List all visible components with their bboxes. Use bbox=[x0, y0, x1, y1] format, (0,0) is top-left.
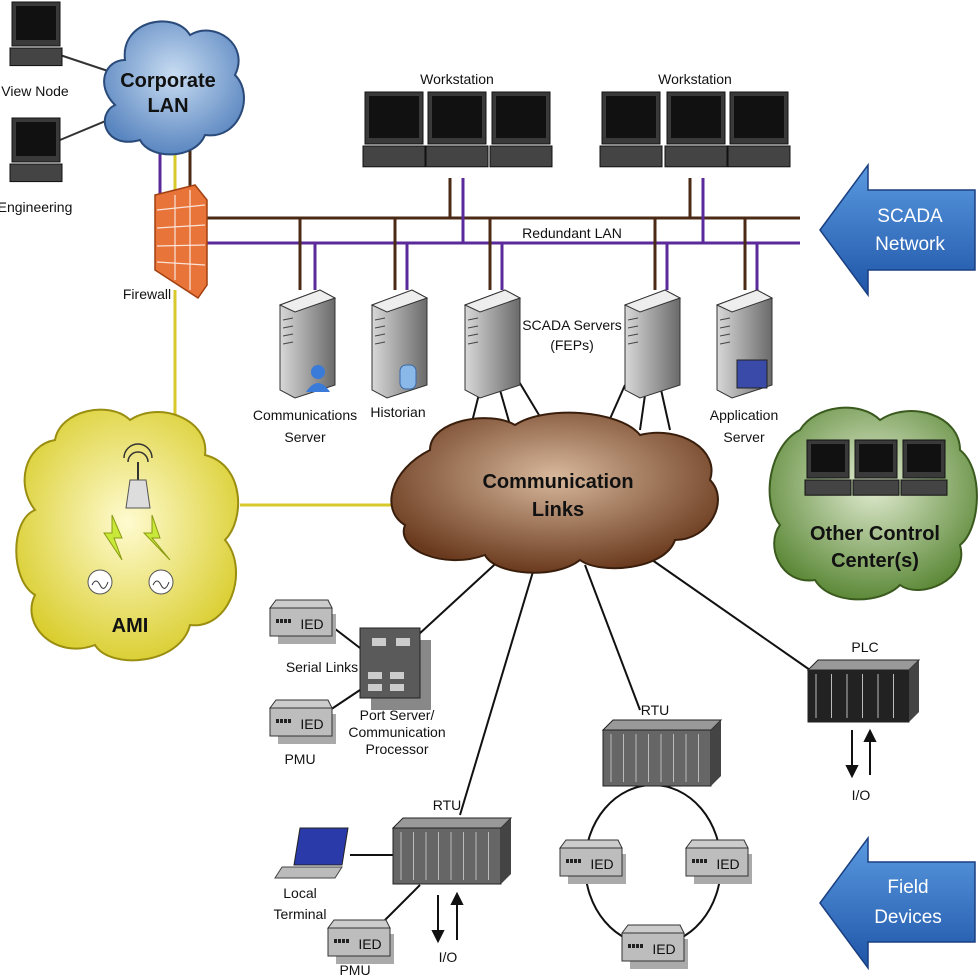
ami-label: AMI bbox=[112, 615, 149, 637]
communications-server-label-2: Server bbox=[284, 429, 326, 445]
field-devices-arrow: Field Devices bbox=[819, 835, 976, 971]
pmu-label-1: PMU bbox=[284, 751, 315, 767]
control-center-monitor-icon bbox=[900, 439, 948, 496]
firewall-icon bbox=[154, 184, 208, 300]
ied-device-icon: IED bbox=[269, 699, 336, 744]
scada-network-label-1: SCADA bbox=[877, 206, 943, 227]
communications-server-label-1: Communications bbox=[253, 407, 357, 423]
view-node-computer-icon bbox=[9, 1, 63, 67]
scada-network-label-2: Network bbox=[875, 234, 945, 255]
ied-label: IED bbox=[300, 716, 323, 732]
meter-icon bbox=[87, 569, 174, 595]
rtu-icon bbox=[391, 817, 513, 885]
scada-servers-label-1: SCADA Servers bbox=[522, 317, 622, 333]
communication-links-label-1: Communication bbox=[482, 471, 633, 493]
field-devices-label-1: Field bbox=[887, 877, 928, 898]
laptop-icon bbox=[274, 827, 349, 879]
workstation-monitor-icon bbox=[599, 91, 663, 168]
corporate-lan-label-2: LAN bbox=[147, 95, 188, 117]
ied-device-icon: IED bbox=[269, 599, 336, 644]
corporate-lan-cloud: Corporate LAN bbox=[103, 20, 245, 156]
database-icon bbox=[399, 364, 417, 390]
ami-cloud: AMI bbox=[15, 408, 240, 662]
communication-links-cloud: Communication Links bbox=[390, 411, 719, 574]
redundant-lan-label: Redundant LAN bbox=[522, 225, 622, 241]
engineering-label: Engineering bbox=[0, 199, 72, 215]
ied-device-icon: IED bbox=[685, 839, 752, 884]
io-label-1: I/O bbox=[852, 787, 871, 803]
ied-device-icon: IED bbox=[621, 924, 688, 969]
io-label-2: I/O bbox=[439, 949, 458, 965]
io-arrows-icon bbox=[431, 728, 877, 944]
scada-network-arrow: SCADA Network bbox=[819, 162, 976, 298]
scada-server-icon bbox=[623, 289, 682, 399]
workstation-monitor-icon bbox=[425, 91, 489, 168]
other-control-center-cloud: Other Control Center(s) bbox=[768, 406, 978, 601]
plc-icon bbox=[806, 659, 921, 723]
serial-links-label: Serial Links bbox=[286, 659, 358, 675]
communication-links-label-2: Links bbox=[532, 499, 584, 521]
port-server-icon bbox=[359, 627, 431, 710]
control-center-monitor-icon bbox=[804, 439, 852, 496]
lightning-bolt-icon bbox=[103, 514, 171, 561]
scada-servers-label-2: (FEPs) bbox=[550, 337, 594, 353]
port-server-label-3: Processor bbox=[365, 741, 428, 757]
ied-label: IED bbox=[300, 616, 323, 632]
field-devices-label-2: Devices bbox=[874, 907, 942, 928]
corporate-lan-label-1: Corporate bbox=[120, 70, 216, 92]
workstation-monitor-icon bbox=[664, 91, 728, 168]
other-control-center-label-1: Other Control bbox=[810, 523, 940, 545]
ied-device-icon: IED bbox=[559, 839, 626, 884]
ied-label: IED bbox=[590, 856, 613, 872]
application-server-label-1: Application bbox=[710, 407, 779, 423]
application-server-label-2: Server bbox=[723, 429, 765, 445]
ied-label: IED bbox=[716, 856, 739, 872]
plc-label: PLC bbox=[851, 639, 878, 655]
historian-label: Historian bbox=[370, 404, 425, 420]
firewall-label: Firewall bbox=[123, 286, 171, 302]
workstation-monitor-icon bbox=[727, 91, 791, 168]
workstation-2-label: Workstation bbox=[658, 71, 732, 87]
wireless-access-point-icon bbox=[123, 443, 153, 509]
user-icon bbox=[311, 365, 325, 379]
scada-server-icon bbox=[463, 289, 522, 399]
port-server-label-1: Port Server/ bbox=[360, 707, 435, 723]
application-window-icon bbox=[736, 359, 768, 389]
port-server-label-2: Communication bbox=[348, 724, 445, 740]
local-terminal-label-1: Local bbox=[283, 885, 316, 901]
workstation-monitor-icon bbox=[489, 91, 553, 168]
workstation-1-label: Workstation bbox=[420, 71, 494, 87]
other-control-center-label-2: Center(s) bbox=[831, 550, 919, 572]
workstation-monitor-icon bbox=[362, 91, 426, 168]
control-center-monitor-icon bbox=[852, 439, 900, 496]
communications-server-icon bbox=[278, 289, 337, 399]
local-terminal-label-2: Terminal bbox=[274, 906, 327, 922]
rtu-label-2: RTU bbox=[433, 797, 462, 813]
ied-device-icon: IED bbox=[327, 919, 394, 964]
ied-label: IED bbox=[358, 936, 381, 952]
pmu-label-2: PMU bbox=[339, 962, 370, 978]
engineering-computer-icon bbox=[9, 117, 63, 183]
ied-label: IED bbox=[652, 941, 675, 957]
view-node-label: View Node bbox=[1, 83, 69, 99]
rtu-icon bbox=[601, 719, 723, 787]
rtu-label-1: RTU bbox=[641, 702, 670, 718]
